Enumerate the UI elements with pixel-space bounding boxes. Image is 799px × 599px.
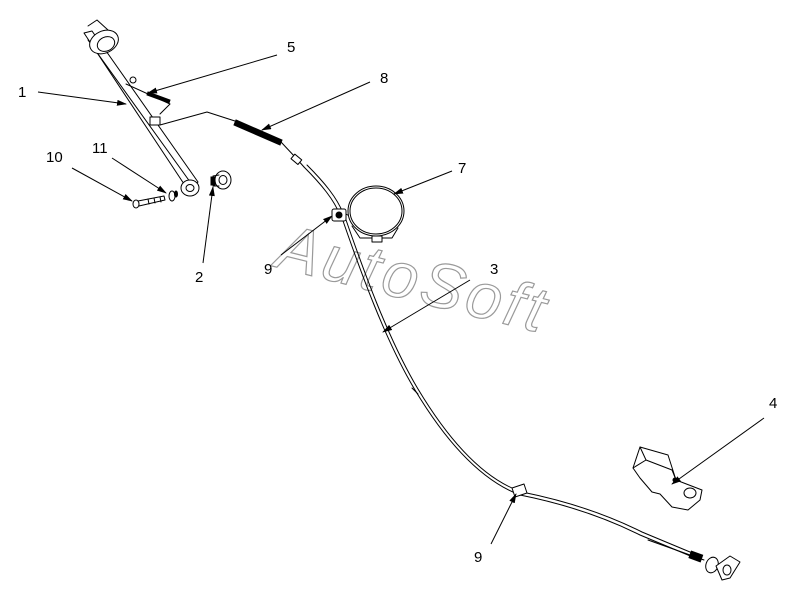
cable-end-fitting [647,539,741,581]
callout-11: 11 [92,140,108,157]
callout-9-lower: 9 [474,549,482,566]
cable-clip-lower [511,483,528,498]
bushing [210,170,232,190]
callout-10: 10 [46,149,63,166]
callout-7: 7 [458,160,466,177]
throttle-cable [159,111,703,561]
washer [168,190,178,202]
bolt [132,195,166,209]
spring [129,76,171,104]
callout-3: 3 [490,261,498,278]
callout-9-upper: 9 [264,261,272,278]
callout-2: 2 [195,269,203,286]
callout-8: 8 [380,70,388,87]
callout-5: 5 [287,39,295,56]
watermark-text: AutoSoft [266,209,557,347]
cable-clip-upper [331,208,357,222]
pedal-lever [83,19,200,197]
mounting-bracket [632,446,703,511]
leader-lines [37,54,765,545]
callout-1: 1 [18,84,26,101]
watermark: AutoSoft [266,208,558,347]
callout-4: 4 [769,395,777,412]
clamp-ring [347,185,405,243]
